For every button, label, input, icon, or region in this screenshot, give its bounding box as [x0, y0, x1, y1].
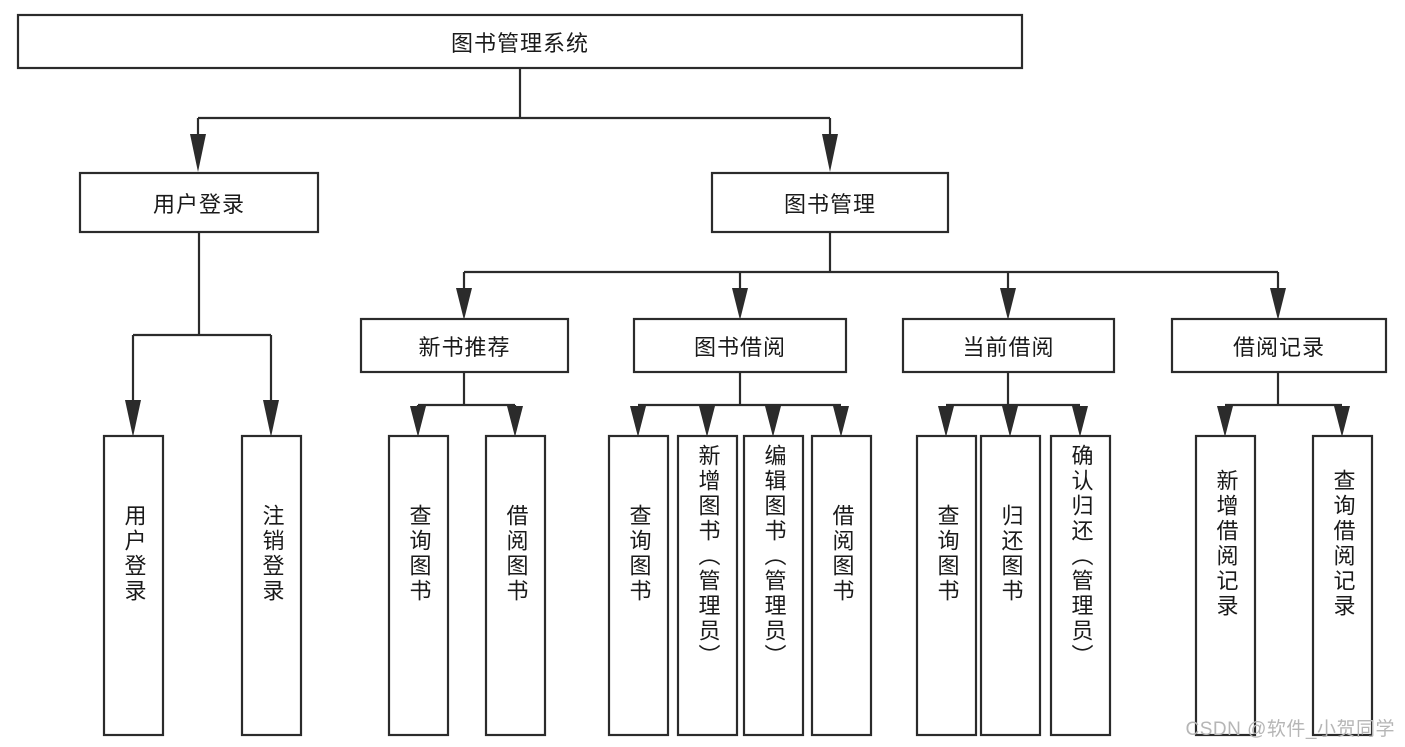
leaf-box-confirm-return-admin[interactable]: [1049, 434, 1112, 737]
arrow-currentborrow-leaf2-icon: [1002, 406, 1018, 437]
watermark-text: CSDN @软件_小贺同学: [1185, 719, 1395, 740]
leaf-box-query-book-1[interactable]: [387, 434, 450, 737]
leaf-box-query-book-3[interactable]: [915, 434, 978, 737]
node-book-borrow-box[interactable]: [632, 317, 848, 374]
leaf-box-borrow-book-2[interactable]: [810, 434, 873, 737]
leaf-box-add-book-admin[interactable]: [676, 434, 739, 737]
arrow-borrowrecord-leaf2-icon: [1334, 406, 1350, 437]
arrow-root-to-bookmgmt-icon: [822, 134, 838, 172]
arrow-newbook-leaf1-icon: [410, 406, 426, 437]
arrow-currentborrow-leaf1-icon: [938, 406, 954, 437]
node-current-borrow-box[interactable]: [901, 317, 1116, 374]
arrow-to-new-book-icon: [456, 288, 472, 320]
leaf-box-add-borrow-record[interactable]: [1194, 434, 1257, 737]
node-borrow-record-box[interactable]: [1170, 317, 1388, 374]
leaf-box-logout[interactable]: [240, 434, 303, 737]
leaf-box-query-borrow-record[interactable]: [1311, 434, 1374, 737]
arrow-to-current-borrow-icon: [1000, 288, 1016, 320]
arrow-currentborrow-leaf3-icon: [1072, 406, 1088, 437]
leaf-box-return-book[interactable]: [979, 434, 1042, 737]
node-root-box[interactable]: [16, 13, 1024, 70]
node-book-management-box[interactable]: [710, 171, 950, 234]
arrow-login-leaf1-icon: [125, 400, 141, 437]
node-new-book-recommend-box[interactable]: [359, 317, 570, 374]
arrow-root-to-login-icon: [190, 134, 206, 172]
arrow-borrowrecord-leaf1-icon: [1217, 406, 1233, 437]
node-user-login-box[interactable]: [78, 171, 320, 234]
leaf-box-borrow-book-1[interactable]: [484, 434, 547, 737]
arrow-newbook-leaf2-icon: [507, 406, 523, 437]
arrow-bookborrow-leaf1-icon: [630, 406, 646, 437]
arrow-bookborrow-leaf4-icon: [833, 406, 849, 437]
leaf-box-edit-book-admin[interactable]: [742, 434, 805, 737]
leaf-box-user-login[interactable]: [102, 434, 165, 737]
leaf-box-query-book-2[interactable]: [607, 434, 670, 737]
arrow-login-leaf2-icon: [263, 400, 279, 437]
arrow-bookborrow-leaf3-icon: [765, 406, 781, 437]
arrow-to-borrow-record-icon: [1270, 288, 1286, 320]
arrow-to-book-borrow-icon: [732, 288, 748, 320]
arrow-bookborrow-leaf2-icon: [699, 406, 715, 437]
